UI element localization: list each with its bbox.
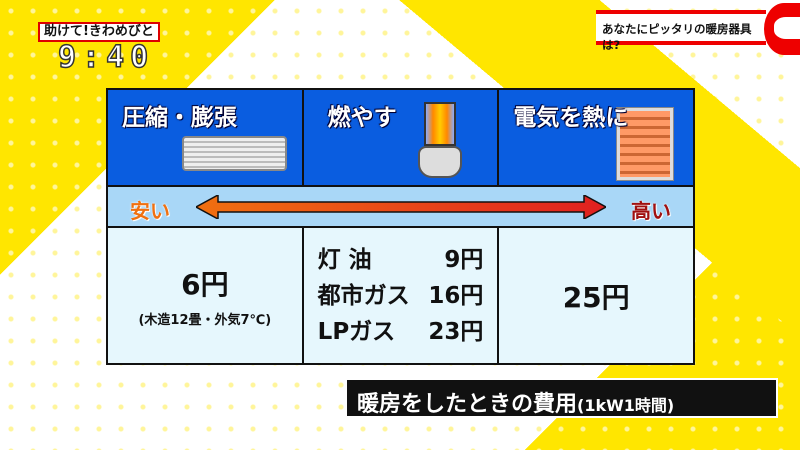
electric-heater-icon <box>616 107 675 181</box>
cost-electric: 25円 <box>499 228 693 363</box>
cost-value: 6円 <box>181 268 229 301</box>
header-row: 圧縮・膨張 燃やす 電気を熱に <box>108 90 694 185</box>
cost-row: 6円 (木造12畳・外気7℃) 灯 油 9円 都市ガス 16円 LPガス 23円 25… <box>108 228 693 363</box>
header-label: 燃やす <box>327 105 397 131</box>
lips-mascot-icon <box>764 3 800 55</box>
cost-scale-row: 安い 高い <box>108 185 693 228</box>
double-arrow-icon <box>196 195 606 219</box>
cost-combustion: 灯 油 9円 都市ガス 16円 LPガス 23円 <box>304 228 500 363</box>
fuel-name: LPガス <box>317 318 396 345</box>
fuel-row: LPガス 23円 <box>318 314 484 350</box>
fuel-cost: 16円 <box>428 282 484 309</box>
caption-bar: 暖房をしたときの費用(1kW1時間) <box>345 378 778 418</box>
air-conditioner-icon <box>182 136 287 171</box>
header-compression: 圧縮・膨張 <box>108 90 304 185</box>
topic-banner: あなたにピッタリの暖房器具は? <box>596 10 766 52</box>
header-electric: 電気を熱に <box>499 90 694 185</box>
cost-value: 25円 <box>562 280 630 314</box>
cost-compression: 6円 (木造12畳・外気7℃) <box>108 228 304 363</box>
fuel-cost: 23円 <box>428 318 484 345</box>
fuel-cost: 9円 <box>444 246 484 273</box>
program-logo: 助けて!きわめびと <box>38 22 160 42</box>
header-label: 圧縮・膨張 <box>122 105 237 131</box>
cost-note: (木造12畳・外気7℃) <box>138 313 272 328</box>
scale-low-label: 安い <box>130 199 170 223</box>
fuel-row: 都市ガス 16円 <box>318 278 484 314</box>
caption-sub: (1kW1時間) <box>577 396 675 415</box>
header-label: 電気を熱に <box>513 105 629 131</box>
scale-high-label: 高い <box>631 199 671 223</box>
fuel-name: 灯 油 <box>317 246 372 273</box>
heating-cost-table: 圧縮・膨張 燃やす 電気を熱に 安い 高い 6円 (木造12畳・外気7℃) 灯 … <box>106 88 695 365</box>
caption-main: 暖房をしたときの費用 <box>357 392 578 417</box>
clock: 9:40 <box>57 39 155 76</box>
header-combustion: 燃やす <box>303 90 500 185</box>
fuel-row: 灯 油 9円 <box>318 242 484 278</box>
fuel-name: 都市ガス <box>317 282 410 309</box>
kerosene-heater-icon <box>417 102 462 180</box>
